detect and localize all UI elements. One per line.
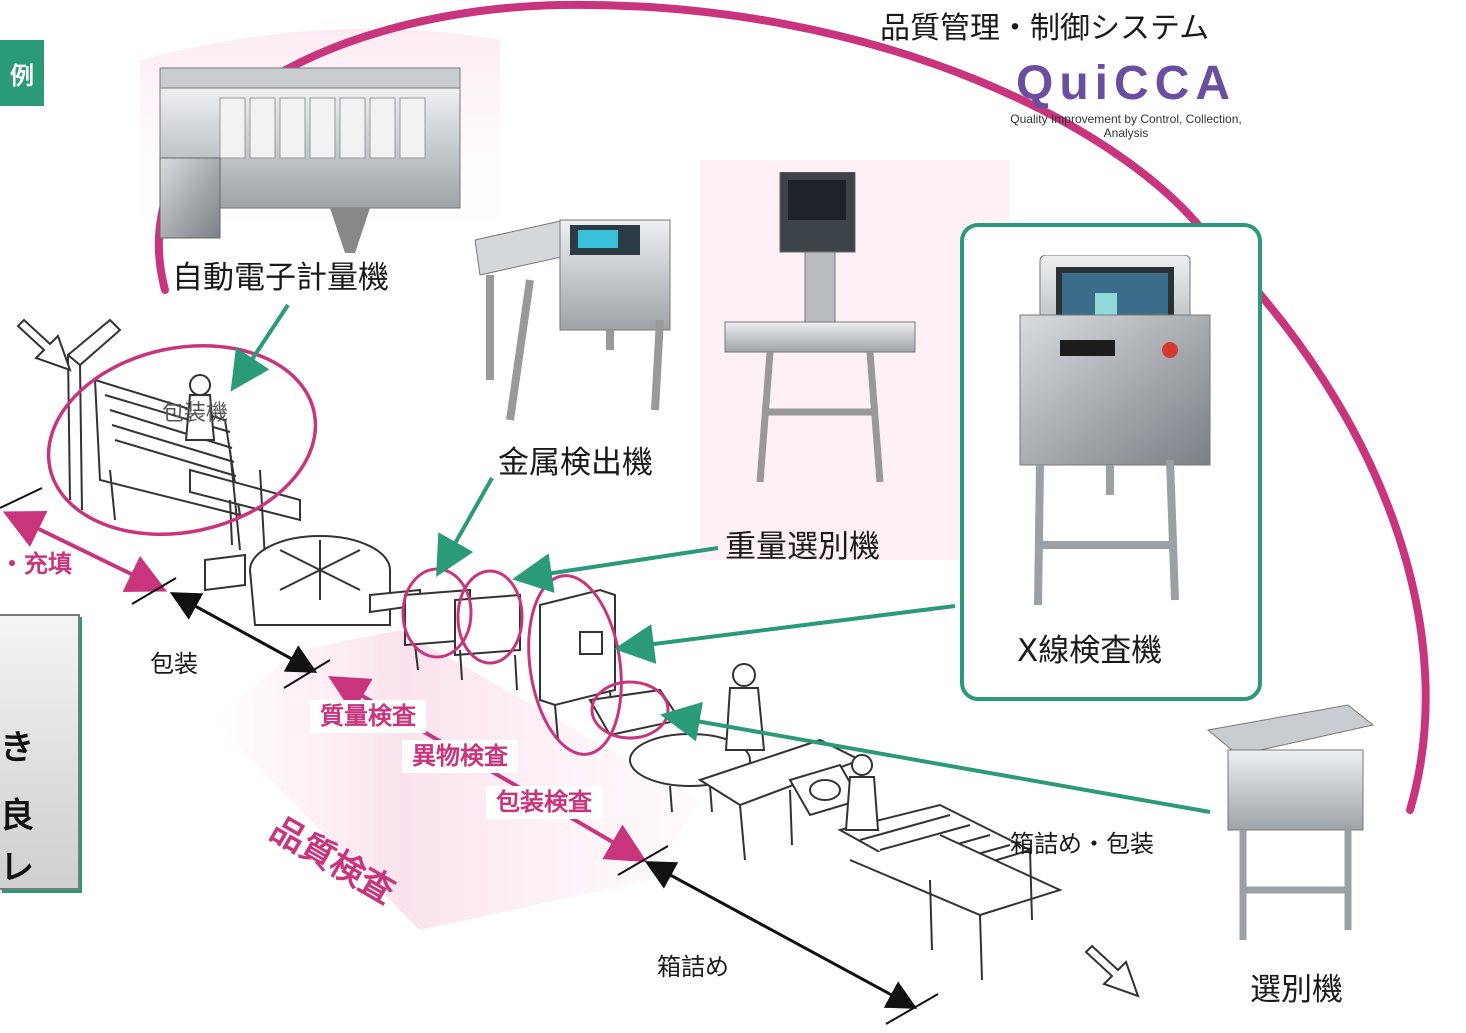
note-line-3: レ bbox=[0, 848, 34, 888]
note-line-1: き bbox=[0, 728, 34, 768]
label-packing-machine: 包装機 bbox=[162, 401, 229, 426]
label-weigher: 自動電子計量機 bbox=[172, 260, 389, 296]
label-boxing: 箱詰め bbox=[657, 953, 729, 981]
tag-mass-inspection: 質量検査 bbox=[310, 700, 426, 733]
tag-package-inspection: 包装検査 bbox=[486, 786, 602, 819]
label-packaging: 包装 bbox=[150, 650, 198, 678]
arrow-out-icon bbox=[1084, 944, 1140, 998]
corner-tag: 例 bbox=[0, 40, 44, 106]
label-fill: ・充填 bbox=[0, 550, 72, 578]
label-sorter: 選別機 bbox=[1250, 972, 1343, 1008]
label-metal-detector: 金属検出機 bbox=[498, 445, 653, 481]
note-line-2: 良 bbox=[0, 796, 34, 836]
sorter-illustration bbox=[1206, 704, 1375, 940]
logo-tagline: Quality Improvement by Control, Collecti… bbox=[1010, 112, 1242, 140]
label-boxing-packaging: 箱詰め・包装 bbox=[1010, 830, 1154, 858]
system-title: 品質管理・制御システム bbox=[880, 11, 1210, 46]
note-box: き 良 レ bbox=[0, 614, 80, 890]
arrow-in-icon bbox=[16, 318, 72, 372]
metal-detector-illustration bbox=[474, 219, 671, 421]
multihead-weigher-illustration bbox=[159, 67, 461, 253]
label-checkweigher: 重量選別機 bbox=[725, 529, 880, 565]
checkweigher-illustration bbox=[724, 172, 916, 483]
xray-inspector-illustration bbox=[1019, 255, 1211, 606]
quicca-logo: QuiCCA Quality Improvement by Control, C… bbox=[988, 57, 1264, 141]
logo-word: QuiCCA bbox=[1016, 57, 1236, 110]
label-xray: X線検査機 bbox=[1017, 633, 1163, 669]
tag-foreign-inspection: 異物検査 bbox=[402, 740, 518, 773]
